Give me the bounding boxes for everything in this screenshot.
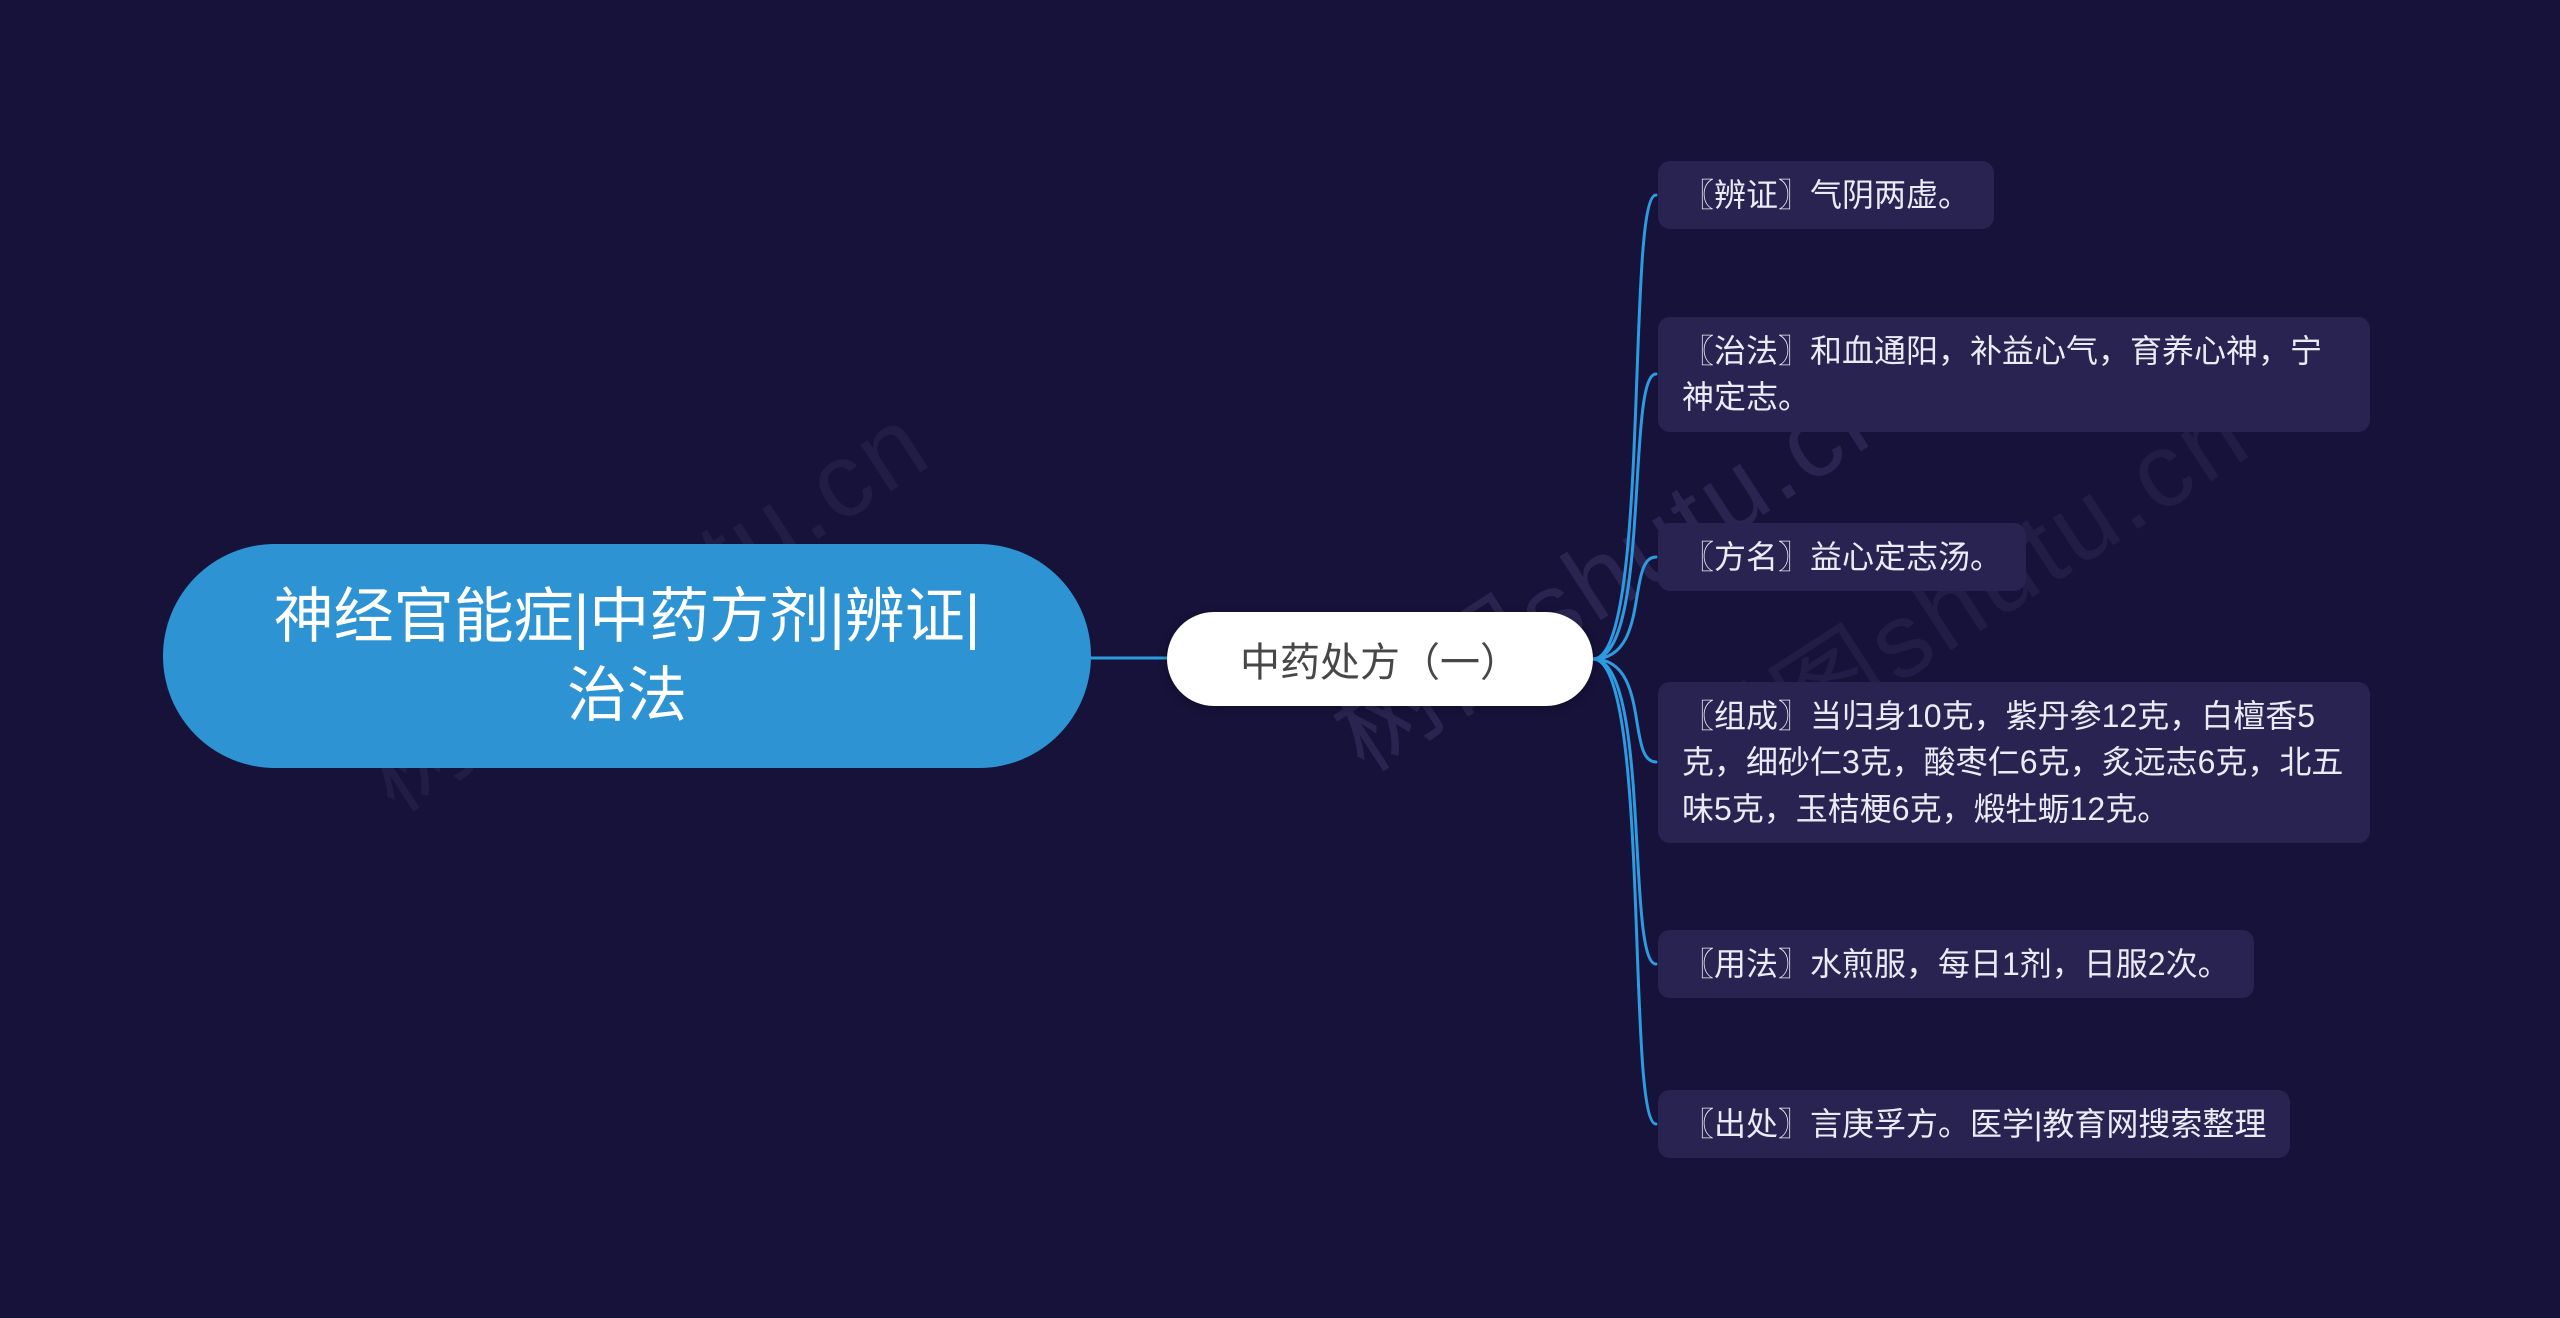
center-topic-node[interactable]: 中药处方（一） <box>1167 612 1593 706</box>
connector-branch-yongfa <box>1591 657 1658 966</box>
root-topic-node[interactable]: 神经官能症|中药方剂|辨证|治法 <box>163 544 1091 768</box>
branch-node-yongfa[interactable]: 〖用法〗水煎服，每日1剂，日服2次。 <box>1658 930 2254 999</box>
connector-branch-zhifa <box>1591 372 1658 661</box>
branch-node-chuchu[interactable]: 〖出处〗言庚孚方。医学|教育网搜索整理 <box>1658 1090 2291 1159</box>
branch-node-zhifa[interactable]: 〖治法〗和血通阳，补益心气，育养心神，宁神定志。 <box>1658 317 2370 432</box>
connector-branch-bianzheng <box>1591 193 1658 661</box>
branch-node-zucheng[interactable]: 〖组成〗当归身10克，紫丹参12克，白檀香5克，细砂仁3克，酸枣仁6克，炙远志6… <box>1658 682 2370 844</box>
branch-node-bianzheng[interactable]: 〖辨证〗气阴两虚。 <box>1658 161 1995 230</box>
connector-branch-chuchu <box>1591 657 1658 1126</box>
connector-branch-fangming <box>1591 555 1658 661</box>
branch-node-fangming[interactable]: 〖方名〗益心定志汤。 <box>1658 523 2027 592</box>
connector-branch-zucheng <box>1591 657 1658 764</box>
